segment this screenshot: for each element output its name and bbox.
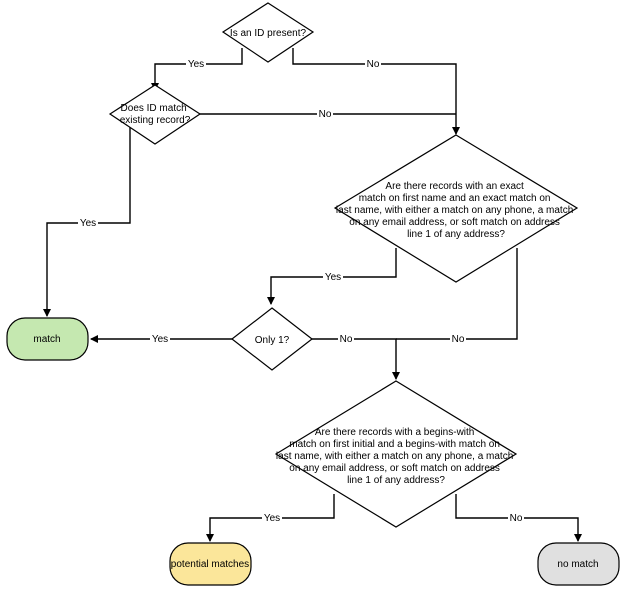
terminal-no-match: no match [537,542,620,586]
edge-label-no: No [338,332,354,345]
edge-label-no: No [450,332,466,345]
terminal-match-shape [6,317,89,361]
terminal-potential-shape [169,542,252,586]
svg-text:Yes: Yes [325,272,341,283]
svg-text:no match: no match [557,559,598,570]
svg-text:match: match [33,334,60,345]
svg-text:No: No [452,334,465,345]
terminal-no-match-shape [537,542,620,586]
node-text-line: no match [557,559,598,570]
edge-label-yes: Yes [262,511,282,524]
svg-text:Yes: Yes [152,334,168,345]
node-text-line: line 1 of any address? [347,475,445,486]
node-text-line: match [33,334,60,345]
svg-text:Yes: Yes [188,59,204,70]
decision-begins-with: Are there records with a begins-with mat… [274,380,518,528]
edge-label-yes: Yes [186,57,206,70]
decision-exact-match: Are there records with an exact match on… [333,134,579,283]
edge-label-no: No [317,107,333,120]
svg-text:Only 1?: Only 1? [255,335,290,346]
connector-exact-no [396,248,518,340]
terminal-match: match [6,317,89,361]
node-text-line: Are there records with a begins-with [315,427,475,438]
node-text-line: last name, with either a match on any ph… [336,205,573,216]
svg-text:Does ID match existing r: Does ID match existing record? [120,103,191,126]
svg-text:Is an ID present?: Is an ID present? [230,28,307,39]
node-text-line: Only 1? [255,335,290,346]
node-text-line: Are there records with an exact [385,181,524,192]
decision-only-one: Only 1? [231,307,313,371]
node-text-line: match on first initial and a begins-with… [289,439,500,450]
svg-text:No: No [319,109,332,120]
decision-id-match: Does ID match existing record? [108,84,202,145]
edge-label-yes: Yes [150,332,170,345]
svg-text:Yes: Yes [80,218,96,229]
svg-text:Are there records with an exac: Are there records with an exact match on… [336,181,576,240]
svg-text:Yes: Yes [264,513,280,524]
edge-label-no: No [365,57,381,70]
svg-text:No: No [340,334,353,345]
edge-label-yes: Yes [78,216,98,229]
terminal-potential-matches: potential matches [169,542,252,586]
node-text-line: match on first name and an exact match o… [359,193,551,204]
svg-text:No: No [367,59,380,70]
node-text-line: on any email address, or soft match on a… [289,463,500,474]
node-text-line: potential matches [171,559,249,570]
decision-id-present: Is an ID present? [221,2,315,63]
svg-text:potential matches: potential matches [171,559,249,570]
node-text-line: on any email address, or soft match on a… [349,217,560,228]
svg-text:Are there records with a begin: Are there records with a begins-with mat… [276,427,516,486]
node-text-line: line 1 of any address? [407,229,505,240]
node-text-line: existing record? [120,115,191,126]
edge-label-yes: Yes [323,270,343,283]
node-text-line: last name, with either a match on any ph… [276,451,513,462]
svg-text:No: No [510,513,523,524]
edge-label-no: No [508,511,524,524]
node-text-line: Is an ID present? [230,28,307,39]
node-text-line: Does ID match [121,103,187,114]
